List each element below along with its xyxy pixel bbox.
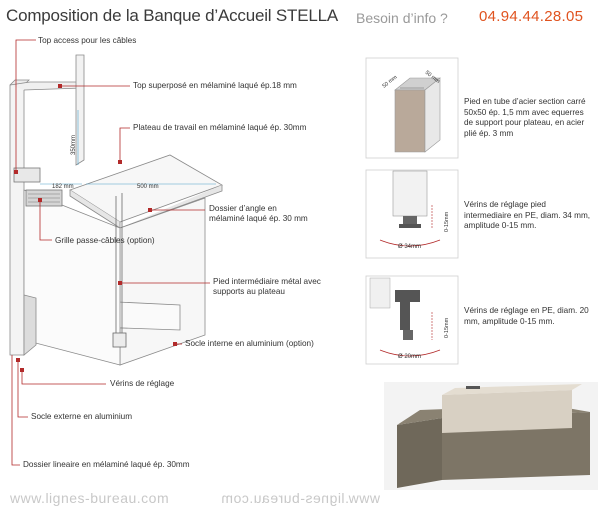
dim-015b: 0-15mm: [444, 317, 450, 338]
desc-verins-pe: Vérins de réglage en PE, diam. 20 mm, am…: [464, 306, 589, 326]
label-grille: Grille passe-câbles (option): [55, 236, 155, 245]
footer-url-mirror: www.lignes-bureau.com: [220, 490, 380, 506]
desk-structure: [9, 54, 223, 366]
dim-182: 182 mm: [52, 184, 74, 190]
footer-url[interactable]: www.lignes-bureau.com: [10, 490, 170, 506]
dim-350: 350mm: [71, 135, 77, 155]
desk-render: [384, 382, 598, 490]
desc-verins-pied: Vérins de réglage pied intermediaire en …: [464, 200, 591, 230]
dim-34: Ø 34mm: [398, 244, 421, 250]
dimension-lines: [40, 110, 216, 185]
detail-verin-pied: [365, 169, 459, 259]
label-socle-interne: Socle interne en aluminium (option): [185, 339, 314, 348]
dossier-lineaire-panel: [9, 84, 25, 356]
label-dossier-lineaire: Dossier lineaire en mélaminé laqué ép. 3…: [23, 460, 190, 469]
page-title: Composition de la Banque d’Accueil STELL…: [6, 6, 338, 25]
label-pied-1: Pied intermédiaire métal avec: [213, 277, 321, 286]
label-top-superpose: Top superposé en mélaminé laqué ép.18 mm: [133, 81, 297, 90]
leader-lines: [11, 39, 210, 466]
label-dossier-angle-1: Dossier d’angle en: [209, 204, 277, 213]
detail-tube: [365, 57, 459, 159]
dim-500: 500 mm: [137, 184, 159, 190]
label-pied-2: supports au plateau: [213, 287, 285, 296]
phone-number[interactable]: 04.94.44.28.05: [479, 8, 584, 25]
label-top-access: Top access pour les câbles: [38, 36, 137, 45]
dim-20: Ø 20mm: [398, 354, 421, 360]
detail-verin-pe: [365, 275, 459, 365]
label-dossier-angle-2: mélaminé laqué ép. 30 mm: [209, 214, 308, 223]
info-label: Besoin d’info ?: [356, 10, 448, 26]
desc-pied-tube: Pied en tube d’acier section carré 50x50…: [464, 97, 586, 138]
label-plateau: Plateau de travail en mélaminé laqué ép.…: [133, 123, 307, 132]
label-socle-externe: Socle externe en aluminium: [31, 412, 133, 421]
label-verins: Vérins de réglage: [110, 379, 175, 388]
dim-015a: 0-15mm: [444, 211, 450, 232]
